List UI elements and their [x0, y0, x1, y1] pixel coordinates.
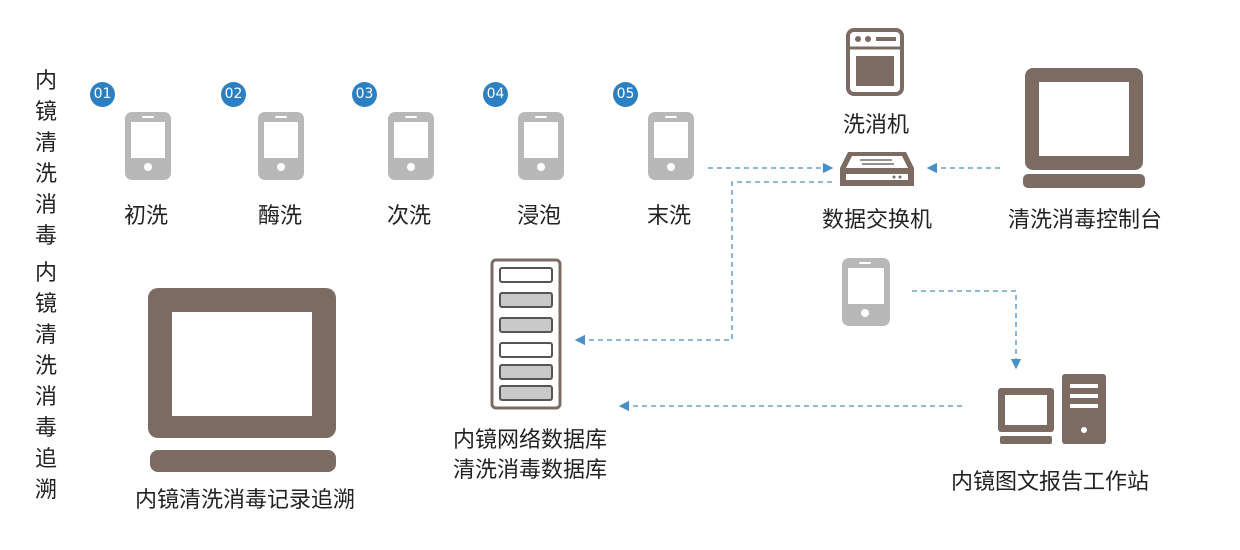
- step-number-badge: 03: [352, 82, 377, 107]
- title-char: 溯: [34, 478, 57, 503]
- title-char: 内: [34, 69, 57, 94]
- title-char: 清: [34, 323, 57, 348]
- phone-icon: [258, 112, 304, 180]
- switch-label: 数据交换机: [821, 208, 932, 233]
- title-char: 消: [34, 385, 57, 410]
- title-char: 追: [34, 447, 57, 472]
- phone-icon: [842, 258, 890, 326]
- workstation-label: 内镜图文报告工作站: [950, 470, 1149, 495]
- database-label-line: 内镜网络数据库: [452, 428, 607, 453]
- title-char: 毒: [34, 416, 57, 441]
- arrow-switch-to-database: [574, 181, 832, 346]
- step-number-badge: 01: [90, 82, 115, 107]
- server-icon: [490, 258, 562, 410]
- title-char: 镜: [34, 292, 57, 317]
- phone-icon: [125, 112, 171, 180]
- vertical-title: 内 镜 清 洗 消 毒: [32, 66, 60, 252]
- phone-icon: [388, 112, 434, 180]
- phone-icon: [648, 112, 694, 180]
- step-label: 浸泡: [517, 204, 562, 229]
- arrow-phone-to-workstation: [912, 290, 1022, 370]
- title-char: 清: [34, 131, 57, 156]
- title-char: 消: [34, 193, 57, 218]
- title-char: 洗: [34, 354, 57, 379]
- washer-label: 洗消机: [842, 113, 909, 138]
- network-switch-icon: [840, 152, 914, 186]
- database-label-line: 清洗消毒数据库: [452, 458, 607, 483]
- trace-monitor-icon: [148, 288, 336, 472]
- title-char: 镜: [34, 100, 57, 125]
- step-label: 酶洗: [258, 204, 303, 229]
- phone-icon: [518, 112, 564, 180]
- step-number-badge: 04: [483, 82, 508, 107]
- console-monitor-icon: [1023, 68, 1145, 188]
- step-label: 末洗: [647, 204, 692, 229]
- step-number-badge: 02: [221, 82, 246, 107]
- console-label: 清洗消毒控制台: [1007, 208, 1162, 233]
- title-char: 毒: [34, 224, 57, 249]
- step-label: 初洗: [124, 204, 169, 229]
- title-char: 洗: [34, 162, 57, 187]
- title-char: 内: [34, 261, 57, 286]
- workstation-icon: [998, 374, 1106, 444]
- washer-icon: [846, 28, 904, 96]
- vertical-subtitle: 内 镜 清 洗 消 毒 追 溯: [32, 258, 60, 506]
- trace-monitor-label: 内镜清洗消毒记录追溯: [134, 488, 355, 513]
- database-label: 内镜网络数据库 清洗消毒数据库: [430, 426, 630, 486]
- step-label: 次洗: [387, 204, 432, 229]
- step-number-badge: 05: [613, 82, 638, 107]
